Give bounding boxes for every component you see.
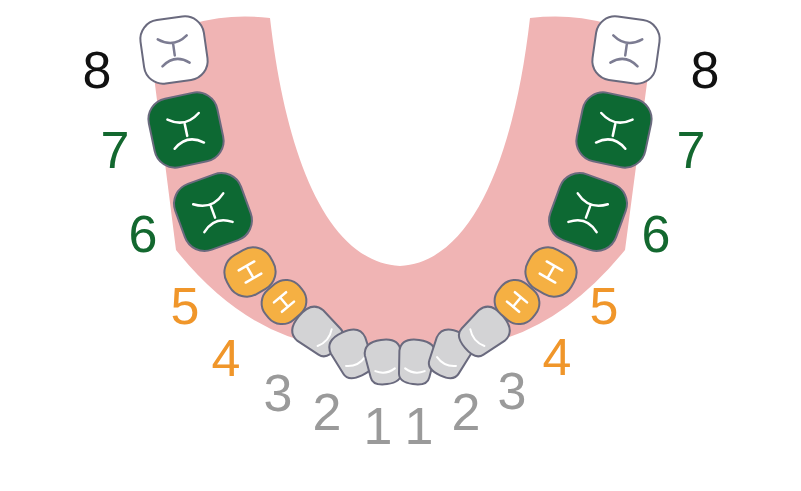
highlight xyxy=(346,357,366,369)
tooth xyxy=(144,88,227,171)
fissure xyxy=(595,113,633,149)
tooth-number: 8 xyxy=(691,44,720,96)
highlight xyxy=(405,368,425,374)
highlight xyxy=(375,368,395,374)
fissure xyxy=(540,261,563,282)
fissure xyxy=(167,113,205,149)
tooth xyxy=(590,14,662,86)
tooth-number: 2 xyxy=(452,386,481,438)
fissure xyxy=(567,193,607,232)
molar xyxy=(572,88,655,171)
fissure xyxy=(274,292,294,312)
fissure xyxy=(609,35,642,66)
tooth xyxy=(543,167,633,257)
tooth-number: 7 xyxy=(101,124,130,176)
fissure xyxy=(193,193,233,232)
tooth-number: 3 xyxy=(264,367,293,419)
tooth xyxy=(572,88,655,171)
highlight xyxy=(468,329,485,348)
molar xyxy=(168,167,258,257)
fissure xyxy=(158,35,191,66)
tooth-number: 1 xyxy=(364,400,393,452)
fissure xyxy=(507,292,527,312)
tooth-number: 5 xyxy=(171,280,200,332)
molar xyxy=(590,14,662,86)
tooth xyxy=(168,167,258,257)
premolar xyxy=(518,240,584,304)
highlight xyxy=(436,357,456,369)
tooth xyxy=(518,240,584,304)
tooth-number: 1 xyxy=(405,400,434,452)
tooth-number: 4 xyxy=(212,332,241,384)
molar xyxy=(138,14,210,86)
tooth-number: 2 xyxy=(313,386,342,438)
tooth-number: 6 xyxy=(129,208,158,260)
tooth xyxy=(138,14,210,86)
tooth-number: 3 xyxy=(498,365,527,417)
tooth-number: 6 xyxy=(642,208,671,260)
fissure xyxy=(239,261,262,282)
gum xyxy=(150,17,652,358)
tooth-number: 7 xyxy=(677,124,706,176)
molar xyxy=(543,167,633,257)
tooth-number: 4 xyxy=(543,331,572,383)
tooth-number: 5 xyxy=(590,280,619,332)
molar xyxy=(144,88,227,171)
tooth-number: 8 xyxy=(83,44,112,96)
